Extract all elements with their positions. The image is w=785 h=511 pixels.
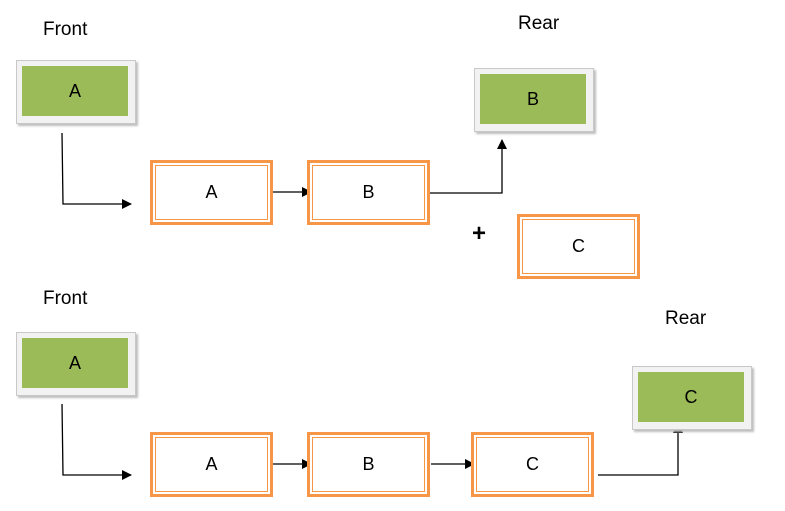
- bottom-node-c-label: C: [526, 454, 539, 474]
- bottom-node-b-label: B: [362, 454, 375, 474]
- bottom-front-label: Front: [43, 288, 88, 309]
- top-rear-pointer-value: B: [526, 88, 539, 109]
- bottom-node-a-label: A: [205, 454, 218, 474]
- top-node-a: A: [150, 160, 273, 225]
- bottom-node-a: A: [150, 432, 273, 497]
- top-rear-label: Rear: [518, 13, 560, 34]
- new-node-c-label: C: [572, 236, 585, 256]
- plus-sign: +: [472, 220, 487, 247]
- top-rear-pointer: B: [474, 68, 594, 132]
- top-node-a-label: A: [205, 182, 218, 202]
- bottom-rear-label: Rear: [665, 308, 707, 329]
- new-node-c: C: [517, 214, 640, 279]
- top-node-b: B: [307, 160, 430, 225]
- top-front-pointer: A: [16, 60, 136, 124]
- bottom-rear-pointer: C: [632, 366, 752, 430]
- bottom-node-c: C: [471, 432, 594, 497]
- bottom-rear-arrow: [598, 423, 683, 476]
- bottom-front-pointer: A: [16, 332, 136, 396]
- bottom-rear-pointer-value: C: [684, 386, 698, 407]
- bottom-node-b: B: [307, 432, 430, 497]
- top-front-arrow: [61, 132, 132, 209]
- top-front-label: Front: [43, 19, 88, 40]
- bottom-front-arrow: [61, 403, 132, 480]
- top-rear-arrow: [425, 139, 507, 194]
- top-front-pointer-value: A: [68, 80, 81, 101]
- bottom-front-pointer-value: A: [68, 352, 81, 373]
- top-node-b-label: B: [362, 182, 375, 202]
